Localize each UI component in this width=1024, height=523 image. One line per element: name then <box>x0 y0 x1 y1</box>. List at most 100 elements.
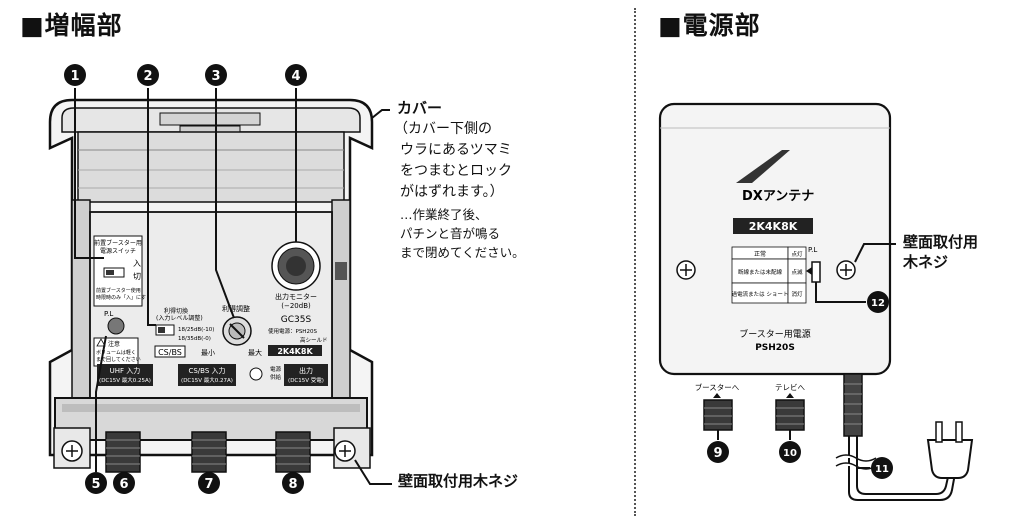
status-row-1-lamp: 点灯 <box>791 250 803 258</box>
power-use-label: 使用電源：PSH20S <box>268 327 317 335</box>
uhf-input-label-2: (DC15V 最大0.25A) <box>99 376 151 384</box>
marker-6: 6 <box>113 472 135 494</box>
power-unit: DXアンテナ 2K4K8K 正常 点灯 断線または未配線 点滅 過電流または シ… <box>658 102 974 501</box>
marker-12: 12 <box>867 291 889 313</box>
switch-off-label: 切 <box>133 272 141 281</box>
status-row-3-state: 過電流または ショート <box>732 290 789 298</box>
output-label-1: 出力 <box>299 366 313 375</box>
monitor-label-2: (−20dB) <box>281 302 311 310</box>
power-wall-screw-label-1: 壁面取付用 <box>903 233 979 251</box>
svg-text:3: 3 <box>211 69 220 84</box>
marker-11: 11 <box>871 457 893 479</box>
cover-callout-line-7: まで閉めてください。 <box>400 245 525 260</box>
svg-text:9: 9 <box>713 446 722 461</box>
marker-9: 9 <box>707 441 729 463</box>
svg-text:1: 1 <box>70 69 79 84</box>
svg-text:8: 8 <box>288 477 297 492</box>
marker-2: 2 <box>137 64 159 86</box>
switch-title-1: 前置ブースター用 <box>94 239 142 247</box>
svg-text:12: 12 <box>871 298 885 309</box>
output-label-2: (DC15V 受電) <box>288 376 324 384</box>
panel-screw-icon <box>249 367 263 381</box>
tv-port-icon <box>775 399 805 431</box>
marker-8: 8 <box>282 472 304 494</box>
switch-on-label: 入 <box>133 259 141 268</box>
marker-1: 1 <box>64 64 86 86</box>
caution-title: 注意 <box>108 340 120 348</box>
amplifier-unit: 前置ブースター用 電源スイッチ 入 切 前置ブースター使用 時限時のみ「入」にす… <box>48 98 374 473</box>
svg-text:11: 11 <box>875 464 889 475</box>
status-row-2-state: 断線または未配線 <box>738 268 783 276</box>
marker-7: 7 <box>198 472 220 494</box>
gain-select-label-2: (入力レベル調整) <box>156 314 203 322</box>
gain-min-label: 最小 <box>201 348 215 357</box>
switch-note-1: 前置ブースター使用 <box>96 287 141 294</box>
cover-callout-line-4: がはずれます。） <box>400 184 504 200</box>
svg-text:2: 2 <box>143 69 152 84</box>
port-booster-label: ブースターへ <box>695 382 740 392</box>
cover-callout-line-6: パチンと音が鳴る <box>400 226 501 241</box>
switch-note-2: 時限時のみ「入」にす <box>96 294 146 301</box>
power-product-name: ブースター用電源 <box>739 328 811 340</box>
marker-3: 3 <box>205 64 227 86</box>
power-model: PSH20S <box>755 343 795 353</box>
power-cord-icon <box>835 373 957 501</box>
amp-wall-screw-label: 壁面取付用木ネジ <box>398 472 519 490</box>
csbs-input-label-1: CS/BS 入力 <box>188 366 225 375</box>
svg-text:5: 5 <box>91 477 100 492</box>
svg-text:7: 7 <box>204 477 213 492</box>
cover-callout-line-5: …作業終了後、 <box>400 207 488 222</box>
caution-line-2: まで回してください <box>96 356 141 363</box>
number-markers: 1 2 3 4 5 6 7 8 9 10 11 12 <box>64 64 893 494</box>
csbs-connector-icon <box>191 431 227 473</box>
uhf-input-label-1: UHF 入力 <box>110 366 141 375</box>
power-wall-screw-label-2: 木ネジ <box>903 253 949 271</box>
status-row-2-lamp: 点滅 <box>791 268 803 276</box>
power-badge: 2K4K8K <box>749 220 798 233</box>
svg-text:4: 4 <box>291 69 300 84</box>
status-row-1-state: 正常 <box>754 250 766 258</box>
marker-4: 4 <box>285 64 307 86</box>
gain-select-label-1: 利得切換 <box>164 307 188 315</box>
gain-adjust-label: 利得調整 <box>222 304 250 313</box>
gain-max-label: 最大 <box>248 348 262 357</box>
brand-label: DXアンテナ <box>742 189 814 204</box>
power-pl-lamp-icon <box>811 261 821 283</box>
shield-label: 高シールド <box>300 336 328 344</box>
cover-callout-line-1: （カバー下側の <box>394 121 492 137</box>
warning-icon <box>96 338 106 347</box>
uhf-connector-icon <box>105 431 141 473</box>
svg-text:6: 6 <box>119 477 128 492</box>
amp-badge: 2K4K8K <box>277 347 313 356</box>
monitor-label-1: 出力モニター <box>275 292 317 301</box>
power-pl-label: P.L <box>808 246 817 254</box>
port-tv-label: テレビへ <box>775 383 805 392</box>
amp-model-label: GC35S <box>281 315 312 325</box>
marker-10: 10 <box>779 441 801 463</box>
gain-opt-1: 18/25dB(-10) <box>178 327 214 333</box>
marker-5: 5 <box>85 472 107 494</box>
power-side-2: 供給 <box>270 373 282 381</box>
brand-logo-icon <box>736 150 790 183</box>
power-leader-lines <box>717 243 896 469</box>
power-side-1: 電源 <box>270 365 282 373</box>
amp-pl-label: P.L <box>104 310 113 318</box>
csbs-input-label-2: (DC15V 最大0.27A) <box>181 376 233 384</box>
switch-title-2: 電源スイッチ <box>100 247 136 255</box>
power-plug-icon <box>926 421 974 479</box>
booster-port-icon <box>703 399 733 431</box>
cover-callout-line-3: をつまむとロック <box>400 163 512 179</box>
section-divider <box>634 8 636 516</box>
power-section-title: ■電源部 <box>658 11 761 40</box>
amp-section-title: ■増幅部 <box>20 11 123 40</box>
csbs-label: CS/BS <box>158 348 182 357</box>
amp-leader-lines <box>74 88 392 485</box>
svg-text:10: 10 <box>783 448 797 459</box>
gain-opt-2: 18/35dB(-0) <box>178 336 211 342</box>
caution-line-1: ボリュームは軽く <box>96 349 136 356</box>
amp-pl-lamp-icon <box>107 317 125 335</box>
status-row-3-lamp: 消灯 <box>791 290 803 298</box>
cover-callout-line-2: ウラにあるツマミ <box>400 142 512 158</box>
cover-callout-title: カバー <box>397 99 443 117</box>
